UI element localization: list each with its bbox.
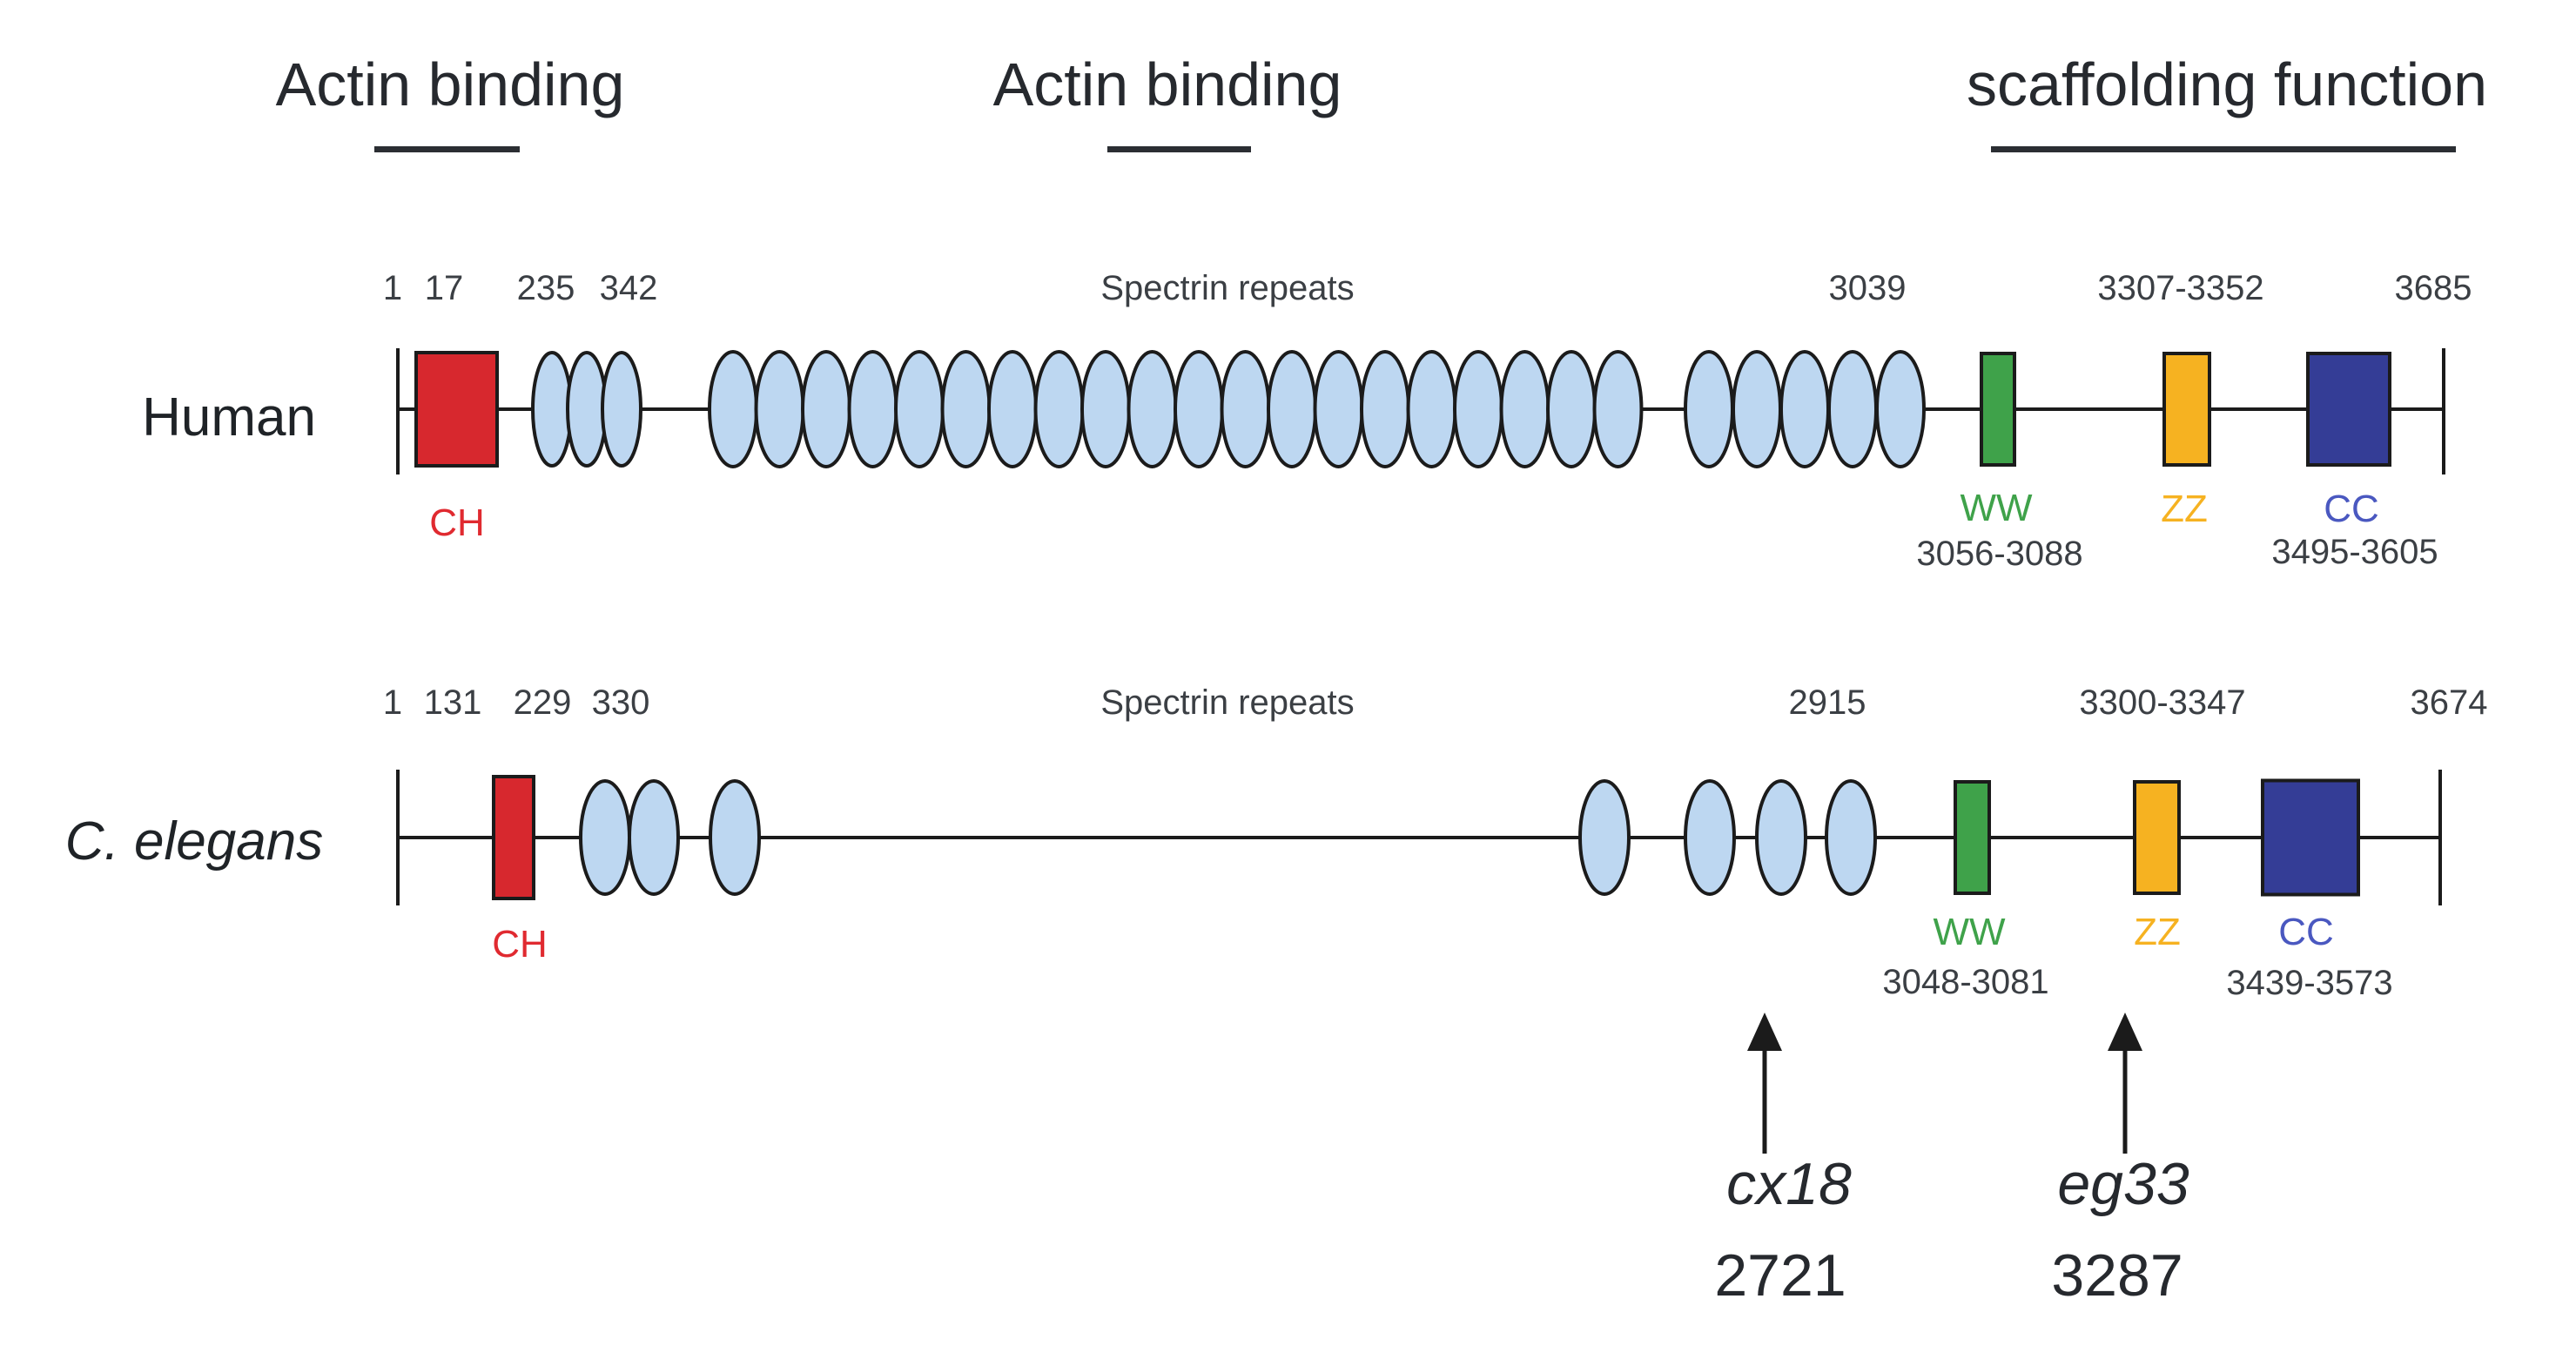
- ch-domain-box: [414, 351, 499, 468]
- section-underline: [374, 146, 520, 152]
- spectrin-repeat-oval: [1360, 350, 1410, 468]
- mutation-position-label: 3287: [2051, 1242, 2183, 1309]
- domain-label: CC: [2278, 911, 2334, 953]
- residue-annotation: 3300-3347: [2079, 683, 2246, 722]
- section-label: Actin binding: [992, 50, 1342, 118]
- residue-annotation: 3039: [1828, 269, 1907, 307]
- spectrin-repeat-oval: [1127, 350, 1178, 468]
- residue-annotation: Spectrin repeats: [1100, 269, 1355, 307]
- spectrin-repeat-oval: [1875, 350, 1926, 468]
- residue-annotation: 1: [382, 683, 403, 722]
- residue-annotation: 229: [513, 683, 572, 722]
- section-label: scaffolding function: [1966, 50, 2488, 118]
- spectrin-repeat-oval: [1827, 350, 1878, 468]
- domain-label: 3495-3605: [2271, 533, 2438, 571]
- spectrin-repeat-oval: [1406, 350, 1457, 468]
- spectrin-repeat-oval: [1267, 350, 1317, 468]
- spectrin-repeat-oval: [1578, 779, 1631, 896]
- spectrin-repeat-oval: [987, 350, 1038, 468]
- spectrin-repeat-oval: [566, 351, 608, 468]
- section-label: Actin binding: [275, 50, 625, 118]
- mutation-arrow-head: [1747, 1013, 1782, 1051]
- residue-annotation: 342: [599, 269, 658, 307]
- domain-label: CH: [492, 923, 548, 966]
- row-label: C. elegans: [64, 811, 324, 872]
- spectrin-repeat-oval: [1499, 350, 1550, 468]
- domain-label: ZZ: [2161, 488, 2208, 530]
- spectrin-repeat-oval: [1453, 350, 1503, 468]
- mutation-allele-label: cx18: [1726, 1151, 1852, 1217]
- spectrin-repeat-oval: [1592, 350, 1644, 468]
- spectrin-repeat-oval: [1546, 350, 1597, 468]
- residue-annotation: 1: [382, 269, 403, 307]
- spectrin-repeat-oval: [1779, 350, 1830, 468]
- mutation-arrow-head: [2108, 1013, 2142, 1051]
- spectrin-repeat-oval: [628, 779, 680, 896]
- ch-domain-box: [492, 775, 535, 900]
- residue-annotation: 17: [424, 269, 464, 307]
- ww-domain-box: [1954, 780, 1991, 895]
- cc-domain-box: [2306, 352, 2391, 467]
- spectrin-repeat-oval: [847, 350, 898, 468]
- domain-label: WW: [1960, 487, 2033, 529]
- spectrin-repeat-oval: [1220, 350, 1271, 468]
- spectrin-repeat-oval: [1825, 779, 1877, 896]
- zz-domain-box: [2162, 352, 2211, 467]
- spectrin-repeat-oval: [1080, 350, 1131, 468]
- row-label: Human: [142, 387, 316, 448]
- mutation-position-label: 2721: [1714, 1242, 1846, 1309]
- spectrin-repeat-oval: [801, 350, 851, 468]
- spectrin-repeat-oval: [1684, 779, 1736, 896]
- residue-annotation: 3674: [2410, 683, 2488, 722]
- mutation-allele-label: eg33: [2057, 1151, 2189, 1217]
- spectrin-repeat-oval: [531, 351, 573, 468]
- spectrin-repeat-oval: [940, 350, 992, 468]
- residue-annotation: 330: [591, 683, 650, 722]
- section-underline: [1991, 146, 2456, 152]
- residue-annotation: 2915: [1788, 683, 1866, 722]
- residue-annotation: 131: [423, 683, 482, 722]
- domain-label: 3056-3088: [1916, 535, 2083, 573]
- zz-domain-box: [2133, 780, 2181, 895]
- spectrin-repeat-oval: [754, 350, 805, 468]
- spectrin-repeat-oval: [1684, 350, 1734, 468]
- spectrin-repeat-oval: [601, 351, 642, 468]
- domain-label: CH: [429, 501, 485, 544]
- domain-label: ZZ: [2134, 911, 2181, 953]
- domain-label: CC: [2324, 488, 2379, 530]
- spectrin-repeat-oval: [579, 779, 631, 896]
- spectrin-repeat-oval: [708, 350, 758, 468]
- spectrin-repeat-oval: [1033, 350, 1085, 468]
- residue-annotation: 235: [516, 269, 575, 307]
- spectrin-repeat-oval: [1755, 779, 1807, 896]
- cc-domain-box: [2261, 778, 2360, 897]
- residue-annotation: Spectrin repeats: [1100, 683, 1355, 722]
- spectrin-repeat-oval: [1732, 350, 1782, 468]
- spectrin-repeat-oval: [709, 779, 761, 896]
- domain-label: 3439-3573: [2226, 964, 2393, 1002]
- spectrin-repeat-oval: [894, 350, 945, 468]
- residue-annotation: 3685: [2394, 269, 2472, 307]
- domain-label: WW: [1933, 911, 2006, 953]
- domain-label: 3048-3081: [1882, 963, 2049, 1001]
- spectrin-repeat-oval: [1174, 350, 1224, 468]
- spectrin-repeat-oval: [1313, 350, 1364, 468]
- residue-annotation: 3307-3352: [2097, 269, 2264, 307]
- section-underline: [1107, 146, 1251, 152]
- ww-domain-box: [1980, 352, 2016, 467]
